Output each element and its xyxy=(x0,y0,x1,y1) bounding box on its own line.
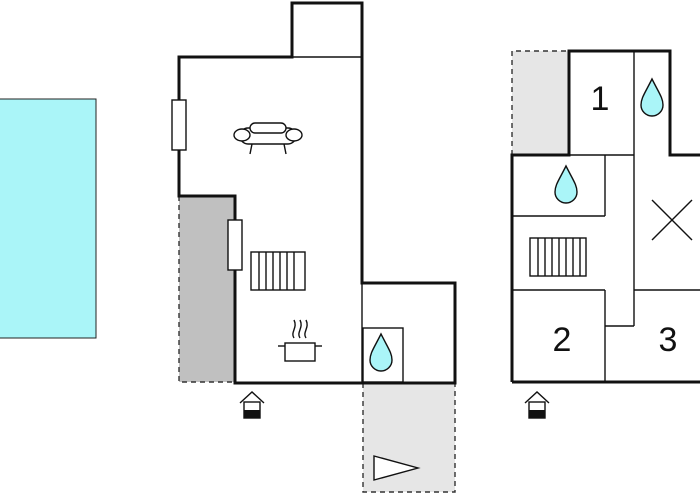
window-ground-1 xyxy=(171,99,187,151)
room-number-3: 3 xyxy=(659,321,678,359)
window-ground-2 xyxy=(227,219,243,271)
terrace-west xyxy=(179,196,235,382)
water-drop-icon xyxy=(640,77,664,117)
sofa-icon xyxy=(233,122,303,155)
cooking-pot-icon xyxy=(278,319,322,362)
direction-arrow-icon xyxy=(373,455,421,481)
stairs-icon xyxy=(529,237,587,277)
water-drop-icon xyxy=(554,164,578,204)
void-cross-icon xyxy=(651,199,693,241)
room-number-1: 1 xyxy=(591,80,610,118)
ground-floor-outer-wall xyxy=(177,1,457,385)
terrace-north xyxy=(512,51,569,155)
water-drop-icon xyxy=(369,332,393,372)
entrance-icon xyxy=(524,391,550,419)
upper-floor-outer-wall xyxy=(510,49,700,382)
room-number-2: 2 xyxy=(553,321,572,359)
radiator-icon xyxy=(250,251,306,291)
upper-floor: 1 2 3 xyxy=(510,49,700,419)
pool xyxy=(0,98,97,339)
entrance-icon xyxy=(239,391,265,419)
ground-floor xyxy=(171,1,457,493)
